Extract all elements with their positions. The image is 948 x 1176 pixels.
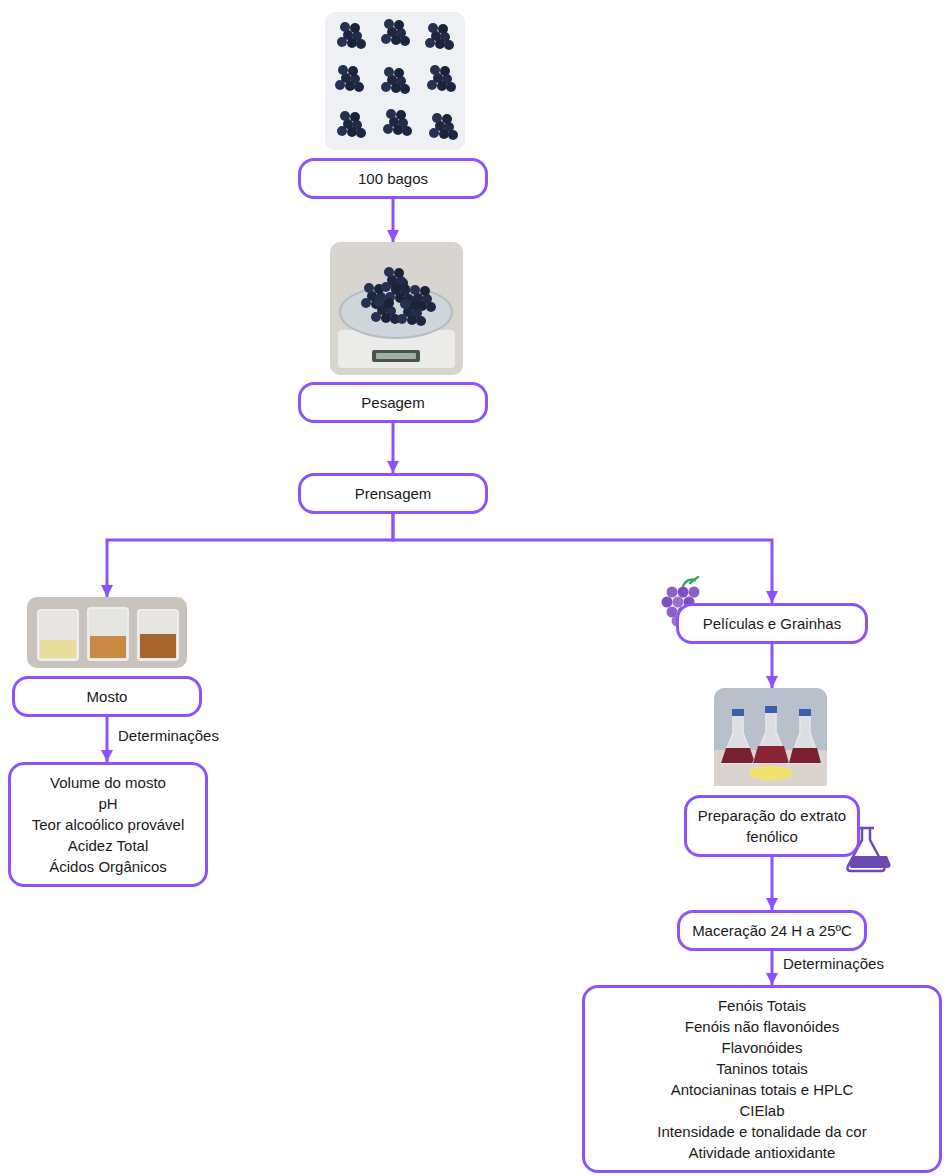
box-outline: Películas e Grainhas [676, 603, 868, 644]
node-text: Preparação do extrato fenólico [697, 805, 847, 847]
node-text: Maceração 24 H a 25ºC [690, 920, 854, 941]
box-outline: Pesagem [298, 382, 488, 423]
node-text: Flavonóides [595, 1037, 929, 1058]
flow-arrow [771, 857, 774, 910]
process-box: Prensagem [298, 473, 488, 514]
node-text: pH [21, 793, 195, 814]
process-box: Mosto [12, 597, 202, 717]
results-box: Fenóis TotaisFenóis não flavonóidesFlavo… [582, 985, 942, 1173]
flow-arrow [771, 951, 774, 985]
node-text: Teor alcoólico provável [21, 814, 195, 835]
node-text: CIElab [595, 1100, 929, 1121]
node-text: Fenóis Totais [595, 995, 929, 1016]
berries-photo [325, 12, 465, 150]
box-outline: Volume do mostopHTeor alcoólico provável… [8, 762, 208, 887]
process-box: 100 bagos [298, 12, 488, 199]
flow-arrow [106, 717, 109, 762]
node-text: Taninos totais [595, 1058, 929, 1079]
node-text: Atividade antioxidante [595, 1142, 929, 1163]
node-text: Acidez Total [21, 835, 195, 856]
box-outline: Mosto [12, 676, 202, 717]
node-text: Antocianinas totais e HPLC [595, 1079, 929, 1100]
edge-label: Determinações [115, 727, 222, 745]
node-text: Intensidade e tonalidade da cor [595, 1121, 929, 1142]
flow-arrow [107, 514, 393, 597]
process-box: Preparação do extrato fenólico [684, 688, 860, 857]
box-outline: Maceração 24 H a 25ºC [677, 910, 867, 951]
process-box: Pesagem [298, 242, 488, 423]
flow-arrow [393, 514, 772, 603]
edge-label: Determinações [780, 955, 887, 973]
node-text: Fenóis não flavonóides [595, 1016, 929, 1037]
extract-photo [714, 688, 827, 786]
node-text: 100 bagos [311, 168, 475, 189]
process-box: Películas e Grainhas [676, 603, 868, 644]
box-outline: Fenóis TotaisFenóis não flavonóidesFlavo… [582, 985, 942, 1173]
must-photo [27, 597, 187, 668]
node-text: Prensagem [311, 483, 475, 504]
box-outline: 100 bagos [298, 158, 488, 199]
flow-arrow [392, 199, 395, 242]
flow-arrow [392, 423, 395, 473]
flow-arrow [771, 644, 774, 688]
scale-photo [330, 242, 463, 375]
process-box: Maceração 24 H a 25ºC [677, 910, 867, 951]
node-text: Volume do mosto [21, 772, 195, 793]
node-text: Mosto [25, 686, 189, 707]
node-text: Pesagem [311, 392, 475, 413]
box-outline: Prensagem [298, 473, 488, 514]
node-text: Películas e Grainhas [689, 613, 855, 634]
box-outline: Preparação do extrato fenólico [684, 795, 860, 857]
results-box: Volume do mostopHTeor alcoólico provável… [8, 762, 208, 887]
node-text: Ácidos Orgânicos [21, 856, 195, 877]
